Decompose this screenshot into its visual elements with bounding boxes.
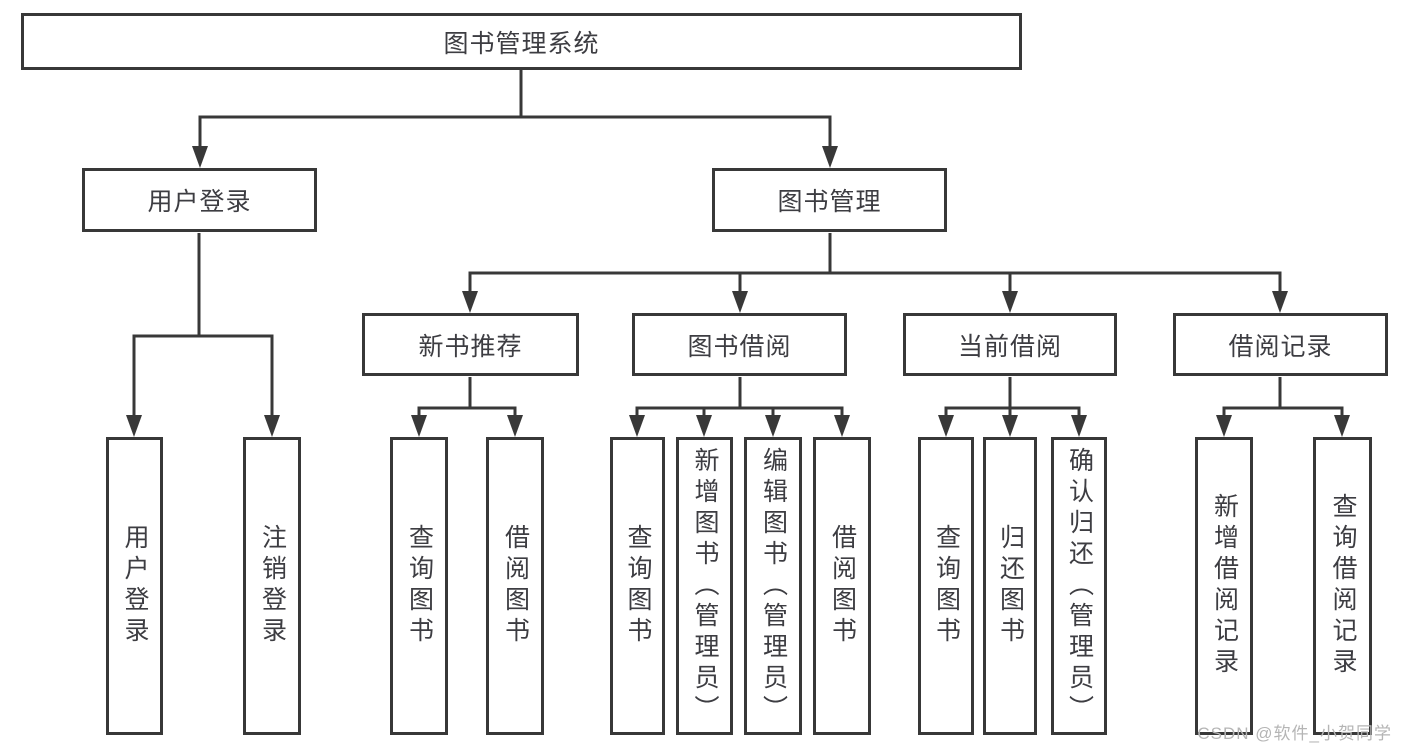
leaf-recommend-borrow-books: 借阅图书	[486, 437, 544, 735]
leaf-user-login-label: 用户登录	[121, 524, 149, 648]
leaf-recommend-query-books-label: 查询图书	[405, 524, 434, 648]
node-user-login-label: 用户登录	[147, 188, 252, 216]
node-current-borrow: 当前借阅	[903, 313, 1117, 376]
node-borrow-records: 借阅记录	[1173, 313, 1388, 376]
node-root: 图书管理系统	[21, 13, 1022, 70]
leaf-recommend-borrow-books-label: 借阅图书	[501, 524, 530, 648]
node-book-management-label: 图书管理	[777, 188, 882, 216]
leaf-borrow-borrow-books-label: 借阅图书	[828, 524, 857, 648]
leaf-borrow-borrow-books: 借阅图书	[813, 437, 871, 735]
leaf-borrow-add-books-admin: 新增图书（管理员）	[676, 437, 733, 735]
leaf-logout: 注销登录	[243, 437, 301, 735]
leaf-recommend-query-books: 查询图书	[390, 437, 448, 735]
node-book-borrow: 图书借阅	[632, 313, 847, 376]
leaf-borrow-edit-books-admin-label: 编辑图书（管理员）	[759, 446, 788, 726]
leaf-borrow-add-books-admin-label: 新增图书（管理员）	[691, 446, 719, 726]
leaf-current-confirm-return-admin: 确认归还（管理员）	[1051, 437, 1107, 735]
leaf-current-query-books: 查询图书	[918, 437, 974, 735]
leaf-borrow-query-books-label: 查询图书	[624, 524, 652, 648]
node-book-borrow-label: 图书借阅	[687, 332, 792, 361]
node-user-login: 用户登录	[82, 168, 317, 232]
node-new-book-recommend: 新书推荐	[362, 313, 579, 376]
leaf-records-query-record: 查询借阅记录	[1313, 437, 1372, 735]
leaf-records-add-record: 新增借阅记录	[1195, 437, 1253, 735]
leaf-current-confirm-return-admin-label: 确认归还（管理员）	[1065, 446, 1094, 726]
leaf-borrow-query-books: 查询图书	[610, 437, 665, 735]
node-new-book-recommend-label: 新书推荐	[418, 332, 523, 361]
leaf-user-login: 用户登录	[106, 437, 163, 735]
node-borrow-records-label: 借阅记录	[1228, 332, 1333, 361]
leaf-records-query-record-label: 查询借阅记录	[1329, 493, 1357, 679]
leaf-borrow-edit-books-admin: 编辑图书（管理员）	[744, 437, 802, 735]
leaf-current-query-books-label: 查询图书	[932, 524, 961, 648]
leaf-current-return-books-label: 归还图书	[996, 524, 1025, 648]
leaf-logout-label: 注销登录	[258, 524, 287, 648]
node-root-label: 图书管理系统	[443, 29, 600, 58]
leaf-current-return-books: 归还图书	[983, 437, 1037, 735]
node-book-management: 图书管理	[712, 168, 947, 232]
watermark: CSDN @软件_小贺同学	[1197, 724, 1392, 743]
node-current-borrow-label: 当前借阅	[957, 332, 1062, 361]
leaf-records-add-record-label: 新增借阅记录	[1210, 493, 1239, 679]
